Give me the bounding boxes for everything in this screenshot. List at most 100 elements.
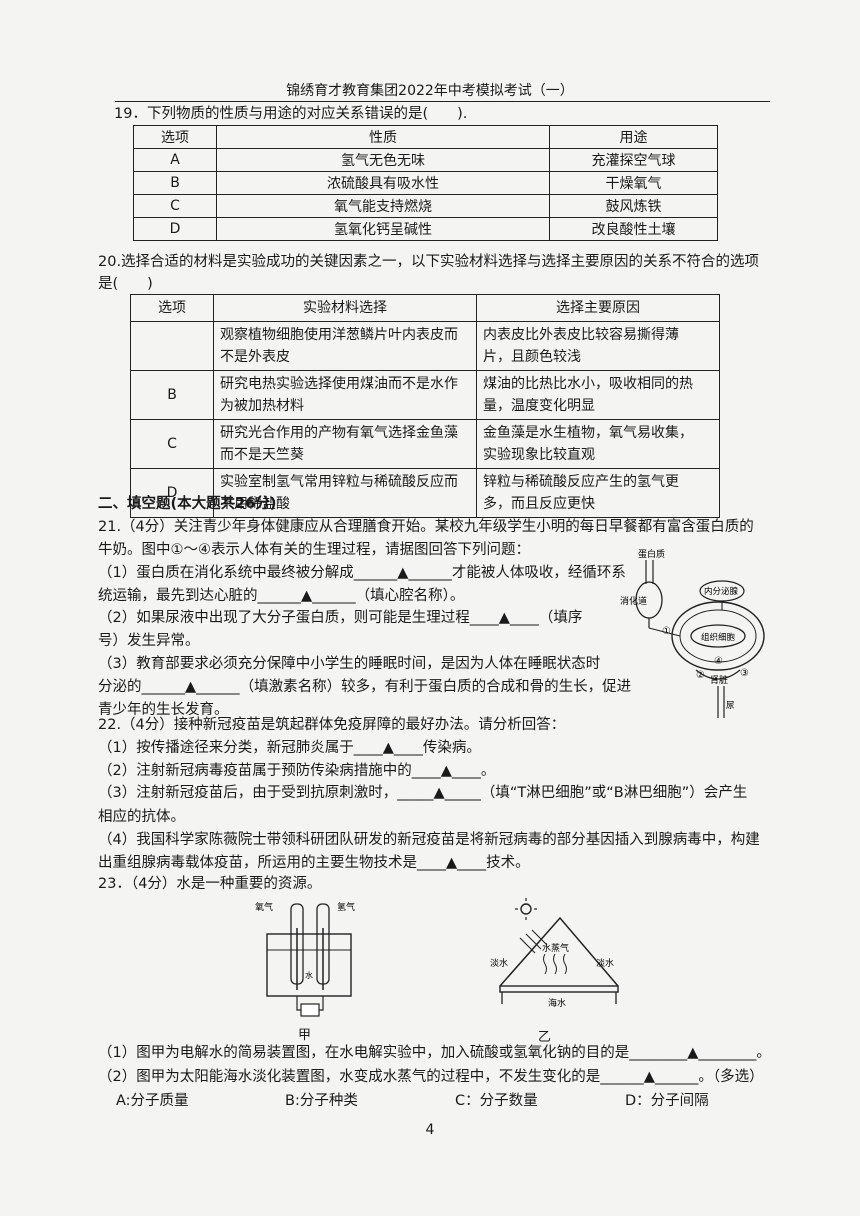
cell-line: 多，而且反应更快: [483, 496, 595, 512]
connector-line: [648, 627, 681, 637]
cell-line: 金鱼藻是水生植物，氧气易收集，: [483, 425, 693, 441]
diagram-label: 氢气: [337, 901, 355, 913]
cell-line: 煤油的比热比水小，吸收相同的热: [483, 376, 693, 392]
q22-line: （1）按传播途径来分类，新冠肺炎属于____▲____传染病。: [98, 740, 481, 756]
table-row: B 浓硫酸具有吸水性 干燥氧气: [133, 171, 718, 195]
table-row: D 氢氧化钙呈碱性 改良酸性土壤: [133, 217, 718, 241]
table-row: C 氧气能支持燃烧 鼓风炼铁: [133, 194, 718, 218]
diagram-label: ④: [714, 656, 723, 667]
q21-line: （1）蛋白质在消化系统中最终被分解成______▲______才能被人体吸收，经…: [98, 565, 626, 581]
page-header: 锦绣育才教育集团2022年中考模拟考试（一）: [286, 83, 574, 99]
cell-line: 内表皮比外表皮比较容易撕得薄: [483, 327, 679, 343]
table-row: A 氢气无色无味 充灌探空气球: [133, 148, 718, 172]
tissue-cell-oval: [690, 624, 746, 648]
cell-line: 而不是天竺葵: [220, 447, 304, 463]
section-title: 二、填空题(本大题共26分): [98, 496, 277, 512]
table-cell: 充灌探空气球: [549, 148, 718, 172]
q21-line: （2）如果尿液中出现了大分子蛋白质，则可能是生理过程____▲____（填序: [98, 610, 583, 626]
diagram-label: 氧气: [255, 901, 273, 913]
table-cell: 煤油的比热比水小，吸收相同的热量，温度变化明显: [476, 370, 720, 420]
q23-line: （1）图甲为电解水的简易装置图，在水电解实验中，加入硫酸或氢氧化钠的目的是___…: [98, 1045, 771, 1061]
table-header-cell: 用途: [549, 125, 718, 149]
table-cell: 研究电热实验选择使用煤油而不是水作为被加热材料: [213, 370, 477, 420]
cell-line: 量，温度变化明显: [483, 398, 595, 414]
table-cell: A: [133, 148, 217, 172]
q21-line: （3）教育部要求必须充分保障中小学生的睡眠时间，是因为人体在睡眠状态时: [98, 656, 601, 672]
table-header-cell: 实验材料选择: [213, 294, 477, 322]
table-cell: B: [130, 370, 214, 420]
table-row: B 研究电热实验选择使用煤油而不是水作为被加热材料 煤油的比热比水小，吸收相同的…: [130, 370, 720, 420]
table-cell: 浓硫酸具有吸水性: [216, 171, 550, 195]
table-cell: C: [133, 194, 217, 218]
table-header-row: 选项 实验材料选择 选择主要原因: [130, 294, 720, 322]
light-arrows: [519, 929, 548, 954]
table-row: D 实验室制氢气常用锌粒与稀硫酸反应而不用稀盐酸 锌粒与稀硫酸反应产生的氢气更多…: [130, 468, 720, 518]
sea-water-basin: [499, 985, 619, 993]
q22-line: （4）我国科学家陈薇院士带领科研团队研发的新冠疫苗是将新冠病毒的部分基因插入到腺…: [98, 832, 760, 848]
q21-line: 青少年的生长发育。: [98, 702, 229, 718]
physiology-diagram: 蛋白质 消化道 组织细胞 内分泌腺 ① 肾脏 ② ③ ④ 尿: [620, 548, 765, 718]
diagram-label: ②: [696, 670, 705, 681]
sun-icon: [520, 903, 532, 915]
cell-line: 观察植物细胞使用洋葱鳞片叶内表皮而: [220, 327, 458, 343]
cell-line: 研究光合作用的产物有氧气选择金鱼藻: [220, 425, 458, 441]
diagram-label: 淡水: [490, 957, 508, 969]
q20-stem-line2: 是( ): [98, 276, 153, 292]
glass-cover: [499, 916, 619, 987]
cell-line: 研究电热实验选择使用煤油而不是水作: [220, 376, 458, 392]
q23-line: （2）图甲为太阳能海水淡化装置图，水变成水蒸气的过程中，不发生变化的是_____…: [98, 1069, 764, 1085]
cell-line: 不是外表皮: [220, 349, 290, 365]
vapor-lines: [543, 953, 567, 975]
table-header-cell: 选项: [130, 294, 214, 322]
q21-line: 统运输，最先到达心脏的______▲______（填心腔名称）。: [98, 588, 465, 604]
figure-caption: 甲: [298, 1028, 312, 1043]
table-cell: 研究光合作用的产物有氧气选择金鱼藻而不是天竺葵: [213, 419, 477, 469]
diagram-label: 水蒸气: [542, 942, 569, 954]
table-cell: 氢氧化钙呈碱性: [216, 217, 550, 241]
q22-line: 出重组腺病毒载体疫苗，所运用的主要生物技术是____▲____技术。: [98, 855, 530, 871]
table-cell: 内表皮比外表皮比较容易撕得薄片，且颜色较浅: [476, 321, 720, 371]
table-header-cell: 性质: [216, 125, 550, 149]
q23-option: A:分子质量: [116, 1093, 189, 1109]
table-header-cell: 选项: [133, 125, 217, 149]
diagram-label: ③: [740, 668, 749, 679]
q23-line: 23．（4分）水是一种重要的资源。: [98, 876, 322, 892]
table-cell: 干燥氧气: [549, 171, 718, 195]
cell-line: 片，且颜色较浅: [483, 349, 581, 365]
page-number: 4: [425, 1122, 435, 1138]
header-rule: [115, 101, 770, 102]
q22-line: 22.（4分）接种新冠疫苗是筑起群体免疫屏障的最好办法。请分析回答：: [98, 717, 566, 733]
table-cell: C: [130, 419, 214, 469]
battery: [300, 1003, 320, 1017]
diagram-label: 组织细胞: [701, 632, 736, 643]
q21-line: 分泌的______▲______（填激素名称）较多，有利于蛋白质的合成和骨的生长…: [98, 679, 632, 695]
q22-line: 相应的抗体。: [98, 809, 185, 825]
table-header-cell: 选择主要原因: [476, 294, 720, 322]
table-row: C 研究光合作用的产物有氧气选择金鱼藻而不是天竺葵 金鱼藻是水生植物，氧气易收集…: [130, 419, 720, 469]
table-cell: D: [133, 217, 217, 241]
table-cell: 氧气能支持燃烧: [216, 194, 550, 218]
diagram-label: 海水: [548, 997, 566, 1009]
diagram-label: 水: [305, 970, 313, 980]
q19-table: 选项 性质 用途 A 氢气无色无味 充灌探空气球 B 浓硫酸具有吸水性 干燥氧气…: [133, 125, 718, 241]
diagram-label: 尿: [726, 701, 735, 711]
diagram-label: 内分泌腺: [704, 586, 739, 597]
table-cell: 氢气无色无味: [216, 148, 550, 172]
diagram-label: 淡水: [596, 957, 614, 969]
q21-line: 号）发生异常。: [98, 633, 200, 649]
cell-line: 实验室制氢气常用锌粒与稀硫酸反应而: [220, 474, 458, 490]
water-tank: [266, 933, 352, 997]
q21-line: 21.（4分）关注青少年身体健康应从合理膳食开始。某校九年级学生小明的每日早餐都…: [98, 519, 754, 535]
cell-line: 锌粒与稀硫酸反应产生的氢气更: [483, 474, 679, 490]
q21-line: 牛奶。图中①～④表示人体有关的生理过程，请据图回答下列问题：: [98, 542, 530, 558]
table-cell: 鼓风炼铁: [549, 194, 718, 218]
table-cell: 金鱼藻是水生植物，氧气易收集，实验现象比较直观: [476, 419, 720, 469]
table-cell: [130, 321, 214, 371]
circulation-ring: [671, 601, 765, 671]
diagram-label: 肾脏: [710, 674, 728, 686]
q20-stem-line1: 20.选择合适的材料是实验成功的关键因素之一，以下实验材料选择与选择主要原因的关…: [98, 254, 760, 270]
sun-rays: [515, 898, 537, 920]
diagram-label: 消化道: [620, 595, 647, 607]
figure-caption: 乙: [538, 1030, 552, 1045]
table-cell: 锌粒与稀硫酸反应产生的氢气更多，而且反应更快: [476, 468, 720, 518]
